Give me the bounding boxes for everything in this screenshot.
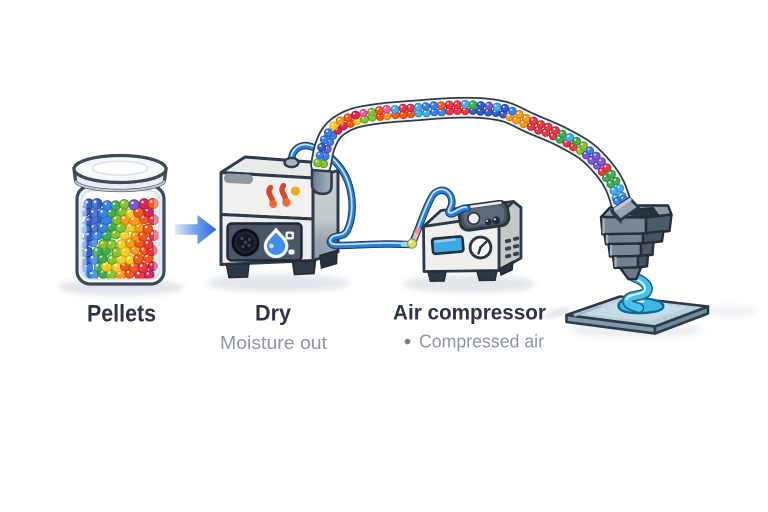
- svg-text:Air compressor: Air compressor: [393, 302, 546, 325]
- svg-text:Compressed air: Compressed air: [419, 331, 544, 352]
- svg-text:Moisture out: Moisture out: [220, 332, 327, 353]
- svg-text:Pellets: Pellets: [87, 301, 156, 328]
- svg-text:Dry: Dry: [255, 301, 291, 326]
